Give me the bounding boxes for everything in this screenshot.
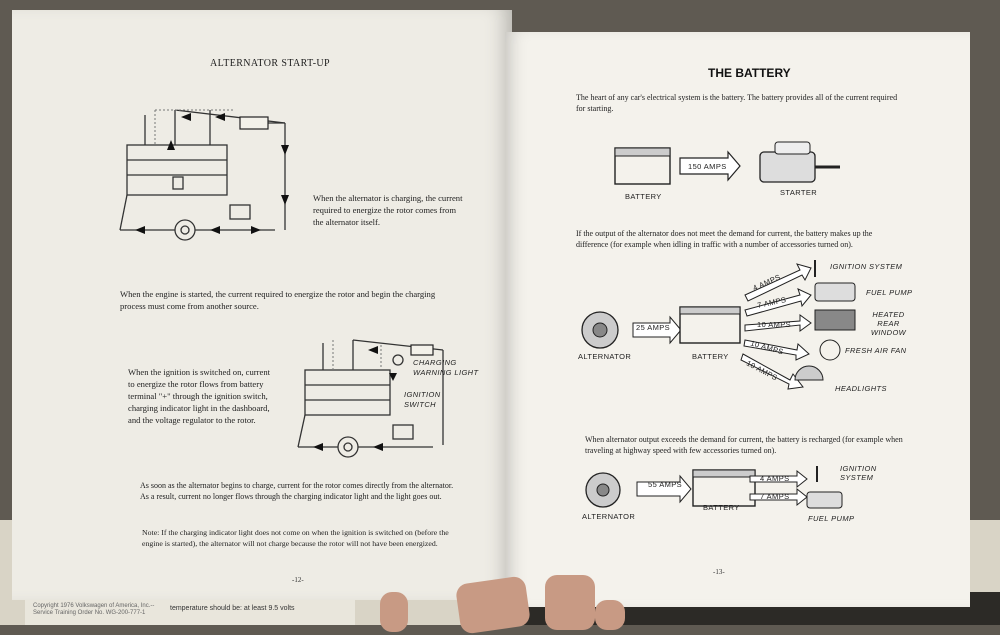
right-page-number: -13- [713,568,725,576]
d3-load-amps-1: 4 AMPS [760,474,790,483]
left-page [12,10,512,600]
d2-load-name-5: HEADLIGHTS [835,384,887,393]
d2-load-name-2: FUEL PUMP [866,288,913,297]
d3-load-name-1: IGNITION SYSTEM [840,464,877,482]
right-para-2: If the output of the alternator does not… [576,229,873,249]
d2-load-amps-3: 10 AMPS [757,320,792,329]
left-para-3: When the ignition is switched on, curren… [128,367,271,425]
right-para-3: When alternator output exceeds the deman… [585,435,903,455]
d1-starter-label: STARTER [780,188,818,197]
left-page-number: -12- [292,576,304,584]
d3-battery-label: BATTERY [703,503,740,512]
right-intro: The heart of any car's electrical system… [576,93,898,113]
finger-3 [595,600,625,630]
charging-warning-light-label: CHARGING WARNING LIGHT [413,358,479,377]
d3-alternator-label: ALTERNATOR [582,512,636,521]
d2-load-name-1: IGNITION SYSTEM [830,262,903,271]
left-para-4: As soon as the alternator begins to char… [140,481,454,501]
d2-amps-in-label: 25 AMPS [636,323,671,332]
left-note: Note: If the charging indicator light do… [142,528,449,548]
d2-load-name-3: HEATED REAR WINDOW [870,310,907,337]
alternator-charging-diagram [119,109,289,241]
right-page-title: THE BATTERY [708,66,791,80]
battery-recharge-diagram [585,466,843,509]
copyright-text: Copyright 1976 Volkswagen of America, In… [33,603,155,616]
d1-battery-label: BATTERY [625,192,662,201]
ignition-switch-label: IGNITION SWITCH [404,390,441,409]
d2-load-name-4: FRESH AIR FAN [845,346,907,355]
battery-starter-diagram [614,141,840,185]
finger-2 [545,575,595,630]
d1-amps-label: 150 AMPS [688,162,727,171]
left-para-1: When the alternator is charging, the cur… [313,193,463,227]
ignition-startup-diagram [297,339,444,458]
d3-load-amps-2: 7 AMPS [760,492,790,501]
battery-makeup-diagram [581,260,856,390]
temperature-text: temperature should be: at least 9.5 volt… [170,605,295,612]
d3-amps-in-label: 55 AMPS [648,480,683,489]
thumb [380,592,408,632]
finger-1 [454,575,532,635]
d3-load-name-2: FUEL PUMP [808,514,855,523]
d2-battery-label: BATTERY [692,352,729,361]
left-page-title: ALTERNATOR START-UP [210,58,331,69]
d2-alternator-label: ALTERNATOR [578,352,632,361]
left-para-2: When the engine is started, the current … [120,289,436,311]
